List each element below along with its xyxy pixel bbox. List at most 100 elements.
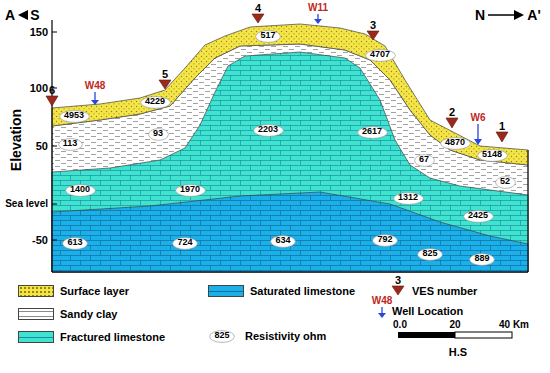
legend-swatch bbox=[18, 331, 54, 343]
well-label: W48 bbox=[372, 296, 393, 306]
well-label: W6 bbox=[471, 113, 486, 123]
direction-letter: N bbox=[475, 8, 485, 22]
direction-arrows bbox=[18, 10, 524, 20]
well-arrow-shaft bbox=[317, 14, 318, 19]
ellipse-shape bbox=[414, 154, 434, 166]
ellipse-shape bbox=[271, 235, 296, 247]
scale-label: 40 Km bbox=[499, 320, 529, 330]
axis-tick-label: Sea level bbox=[5, 199, 48, 209]
resistivity-ellipse: 93 bbox=[148, 128, 169, 141]
ellipse-shape bbox=[357, 126, 387, 138]
legend-text: Saturated limestone bbox=[250, 286, 355, 297]
resistivity-value: 613 bbox=[67, 238, 82, 248]
resistivity-value: 792 bbox=[377, 235, 392, 245]
well-label: W11 bbox=[308, 3, 328, 13]
ellipse-shape bbox=[148, 128, 168, 140]
resistivity-ellipse: 113 bbox=[58, 138, 83, 151]
resistivity-ellipse: 1970 bbox=[175, 184, 206, 197]
axis-tick bbox=[52, 240, 57, 241]
resistivity-value: 93 bbox=[153, 129, 163, 139]
scale-label: H.S bbox=[449, 347, 467, 358]
resistivity-value: 634 bbox=[275, 236, 290, 246]
scale-label: 20 bbox=[449, 320, 460, 330]
section-end-line bbox=[528, 150, 529, 272]
resistivity-ellipse: 2203 bbox=[253, 124, 284, 137]
resistivity-ellipse: 517 bbox=[255, 30, 281, 43]
legend-swatch bbox=[208, 285, 244, 297]
fractured-limestone-layer bbox=[52, 52, 528, 272]
resistivity-value: 52 bbox=[500, 177, 510, 187]
ves-triangle bbox=[496, 132, 508, 142]
ellipse-shape bbox=[365, 49, 395, 61]
ellipse-shape bbox=[495, 176, 515, 188]
ves-number: 6 bbox=[49, 85, 55, 96]
resistivity-value: 1970 bbox=[180, 185, 200, 195]
scale-label: 0.0 bbox=[393, 320, 407, 330]
resistivity-value: 2203 bbox=[258, 125, 278, 135]
legend-swatch bbox=[18, 308, 54, 320]
ellipse-shape bbox=[418, 248, 443, 260]
direction-arrow-head bbox=[18, 10, 28, 20]
well-arrow-head bbox=[91, 100, 99, 105]
legend-swatch bbox=[18, 285, 54, 297]
direction-letter: A' bbox=[527, 8, 540, 22]
ellipse-shape bbox=[440, 137, 470, 149]
resistivity-value: 4707 bbox=[370, 50, 390, 60]
resistivity-ellipse: 4707 bbox=[365, 49, 396, 62]
ves-number: 2 bbox=[449, 107, 455, 118]
axis-tick-label: 100 bbox=[30, 83, 48, 94]
resistivity-value: 5148 bbox=[482, 150, 502, 160]
resistivity-ellipse: 4870 bbox=[440, 137, 471, 150]
scale-bar-black bbox=[398, 332, 455, 338]
section-base-line bbox=[52, 271, 528, 272]
ellipse-shape bbox=[59, 110, 89, 122]
resistivity-ellipse: 67 bbox=[414, 154, 435, 167]
resistivity-value: 825 bbox=[422, 249, 437, 259]
resistivity-ellipse: 1400 bbox=[65, 184, 96, 197]
resistivity-value: 2425 bbox=[468, 211, 488, 221]
ellipse-shape bbox=[140, 96, 170, 108]
resistivity-value: 1312 bbox=[398, 193, 418, 203]
resistivity-ellipse: 5148 bbox=[477, 149, 508, 162]
resistivity-value: 67 bbox=[419, 155, 429, 165]
axis-tick-label: 50 bbox=[36, 141, 48, 152]
well-arrow-head bbox=[314, 19, 322, 24]
legend-text: Well Location bbox=[392, 306, 463, 317]
direction-arrow-shaft bbox=[488, 14, 514, 16]
ellipse-shape bbox=[253, 124, 283, 136]
ellipse-shape bbox=[63, 237, 88, 249]
resistivity-ellipse: 634 bbox=[270, 235, 296, 248]
resistivity-value: 4870 bbox=[445, 138, 465, 148]
resistivity-value: 724 bbox=[177, 238, 192, 248]
resistivity-ellipse: 1312 bbox=[393, 192, 424, 205]
ellipse-shape bbox=[393, 192, 423, 204]
resistivity-value: 889 bbox=[474, 254, 489, 264]
legend-text: Surface layer bbox=[60, 286, 129, 297]
resistivity-value: 4229 bbox=[145, 97, 165, 107]
direction-arrow-head bbox=[514, 10, 524, 20]
ves-number: 4 bbox=[255, 3, 261, 14]
ves-number: 3 bbox=[395, 275, 401, 286]
legend-text: Sandy clay bbox=[60, 309, 117, 320]
legend-text: Fractured limestone bbox=[60, 332, 165, 343]
ellipse-shape bbox=[256, 30, 281, 42]
resistivity-value: 2617 bbox=[362, 127, 382, 137]
ves-triangle bbox=[46, 96, 58, 106]
axis-tick-label: -50 bbox=[32, 235, 48, 246]
ves-triangle bbox=[367, 31, 379, 40]
ellipse-shape bbox=[463, 210, 493, 222]
resistivity-ellipse: 4953 bbox=[59, 110, 90, 123]
axis-tick bbox=[52, 32, 57, 33]
well-arrow-shaft bbox=[477, 124, 478, 139]
axis-ticks bbox=[52, 32, 57, 240]
sandy-clay-layer bbox=[52, 44, 528, 272]
ves-triangle bbox=[159, 80, 171, 89]
legend-text: VES number bbox=[412, 286, 477, 297]
ellipse-shape bbox=[58, 138, 82, 150]
resistivity-value: 517 bbox=[260, 31, 275, 41]
surface-layer bbox=[52, 24, 528, 165]
resistivity-value: 4953 bbox=[64, 111, 84, 121]
well-arrow-shaft bbox=[94, 92, 95, 100]
ves-triangle-legend bbox=[392, 286, 404, 295]
direction-letter: A bbox=[5, 8, 15, 22]
